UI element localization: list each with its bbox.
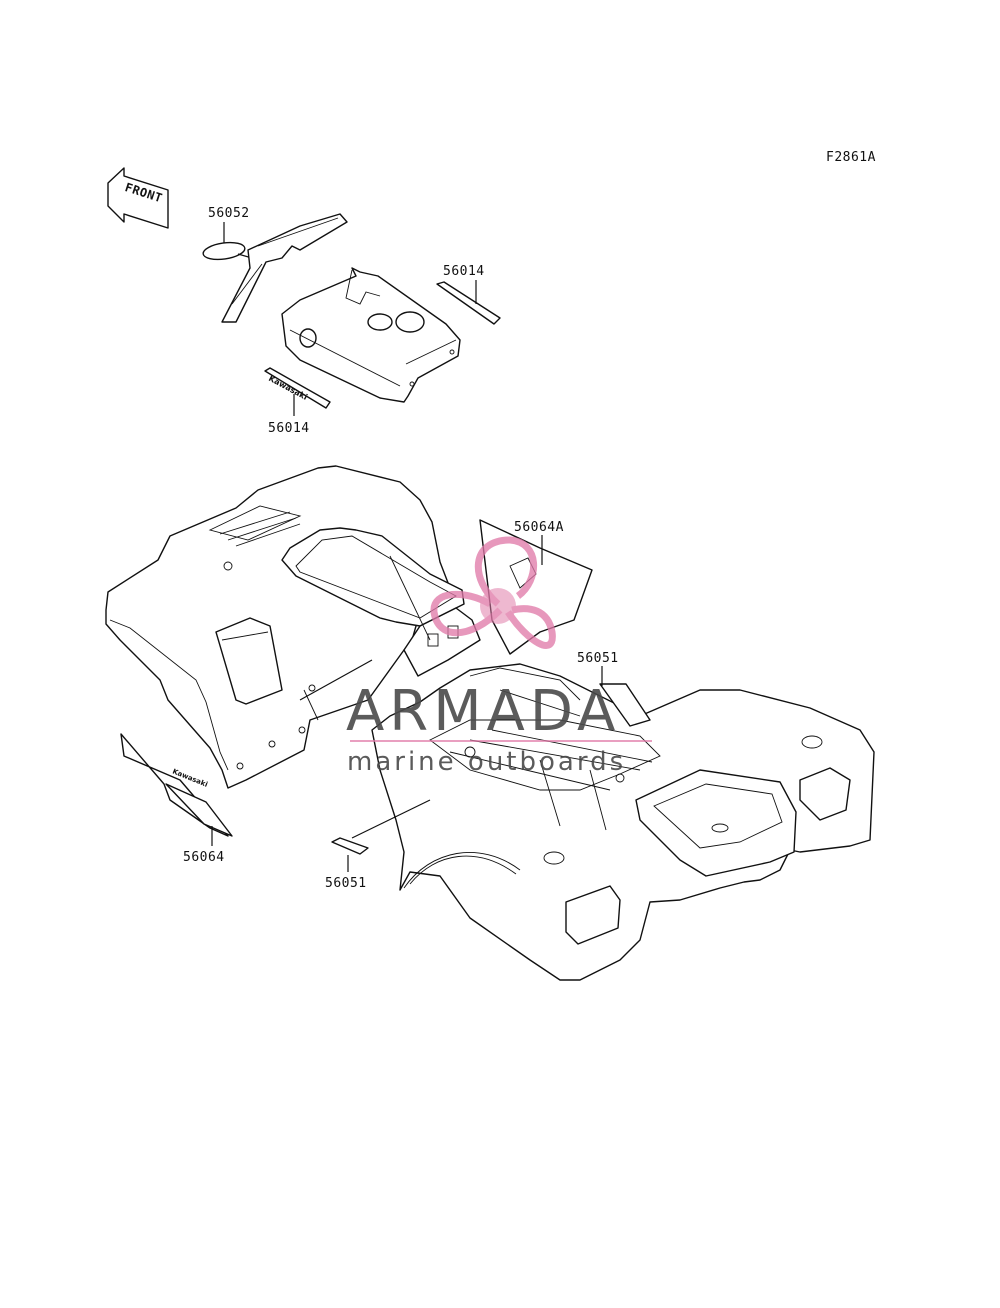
decal-56051-right xyxy=(599,666,651,727)
callout-56064A: 56064A xyxy=(514,520,564,535)
figure-code: F2861A xyxy=(826,150,876,165)
watermark-tagline: marine outboards xyxy=(347,747,626,777)
front-carrier-bracket xyxy=(221,213,348,323)
callout-56051-right: 56051 xyxy=(577,651,619,666)
callout-56052: 56052 xyxy=(208,206,250,221)
callout-56014-bottom: 56014 xyxy=(268,421,310,436)
propeller-logo-icon xyxy=(430,536,556,649)
callout-56051-left: 56051 xyxy=(325,876,367,891)
decal-56014-top xyxy=(436,280,501,325)
watermark-brand: ARMADA xyxy=(346,679,620,744)
front-fender xyxy=(105,465,465,789)
front-arrow-icon: FRONT xyxy=(107,167,169,229)
decal-56064: Kawasaki xyxy=(120,659,373,846)
decal-kawasaki: Kawasaki xyxy=(264,367,331,416)
watermark: ARMADA marine outboards xyxy=(346,536,652,777)
decal-56051-left xyxy=(331,799,431,872)
rear-fender xyxy=(371,663,875,981)
front-cover xyxy=(281,267,461,403)
center-tunnel xyxy=(389,555,481,677)
callout-56064: 56064 xyxy=(183,850,225,865)
callout-56014-top: 56014 xyxy=(443,264,485,279)
decal-56052 xyxy=(202,222,253,261)
